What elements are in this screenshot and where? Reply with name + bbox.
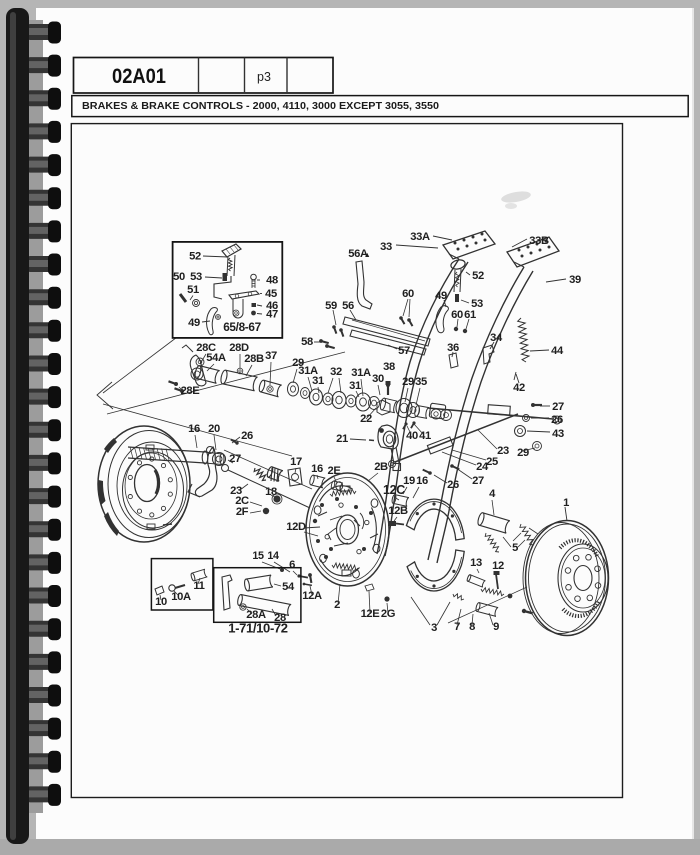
svg-text:53: 53 <box>190 271 202 283</box>
svg-text:3: 3 <box>431 622 437 634</box>
svg-text:26: 26 <box>447 479 459 491</box>
svg-text:25: 25 <box>486 456 498 468</box>
svg-text:28B: 28B <box>244 353 264 365</box>
svg-text:58: 58 <box>301 336 313 348</box>
svg-text:1: 1 <box>563 497 569 509</box>
svg-text:52: 52 <box>472 270 484 282</box>
svg-text:16: 16 <box>311 463 323 475</box>
svg-text:23: 23 <box>497 445 509 457</box>
svg-text:8: 8 <box>469 621 475 633</box>
svg-text:2: 2 <box>334 599 340 611</box>
svg-text:54: 54 <box>282 581 295 593</box>
svg-text:59: 59 <box>325 300 337 312</box>
svg-text:21: 21 <box>336 433 348 445</box>
svg-text:29: 29 <box>292 357 304 369</box>
svg-text:31A: 31A <box>298 365 318 377</box>
svg-text:12B: 12B <box>388 505 408 517</box>
svg-text:16: 16 <box>416 475 428 487</box>
svg-text:47: 47 <box>266 309 278 321</box>
svg-text:13: 13 <box>470 557 482 569</box>
svg-text:32: 32 <box>330 366 342 378</box>
svg-text:44: 44 <box>551 345 564 357</box>
svg-text:15: 15 <box>252 550 264 562</box>
svg-text:27: 27 <box>472 475 484 487</box>
svg-text:02A01: 02A01 <box>112 64 166 88</box>
svg-text:57: 57 <box>398 345 410 357</box>
svg-text:4: 4 <box>489 488 496 500</box>
svg-text:12: 12 <box>492 560 504 572</box>
svg-text:49: 49 <box>435 290 447 302</box>
svg-text:10A: 10A <box>171 591 191 603</box>
svg-text:23: 23 <box>230 485 242 497</box>
svg-text:28D: 28D <box>229 342 249 354</box>
svg-text:61: 61 <box>464 309 476 321</box>
svg-text:9: 9 <box>493 621 499 633</box>
svg-text:2G: 2G <box>381 608 396 620</box>
svg-text:BRAKES & BRAKE CONTROLS - 2000: BRAKES & BRAKE CONTROLS - 2000, 4110, 30… <box>82 101 439 112</box>
svg-text:28: 28 <box>274 612 286 624</box>
svg-text:26: 26 <box>241 430 253 442</box>
svg-text:43: 43 <box>552 428 564 440</box>
svg-text:52: 52 <box>189 251 201 263</box>
svg-text:5: 5 <box>512 542 518 554</box>
svg-text:37: 37 <box>265 350 277 362</box>
svg-text:12E: 12E <box>361 608 381 620</box>
svg-text:27: 27 <box>229 453 241 465</box>
svg-text:33A: 33A <box>410 231 430 243</box>
svg-text:39: 39 <box>569 274 581 286</box>
svg-text:28C: 28C <box>196 342 216 354</box>
svg-text:20: 20 <box>208 423 220 435</box>
svg-text:p3: p3 <box>257 70 271 84</box>
svg-text:12A: 12A <box>302 590 322 602</box>
svg-text:65/8-67: 65/8-67 <box>223 320 261 334</box>
svg-text:38: 38 <box>383 361 395 373</box>
svg-text:36: 36 <box>447 342 459 354</box>
svg-text:46: 46 <box>266 300 278 312</box>
svg-text:16: 16 <box>188 423 200 435</box>
svg-text:31: 31 <box>349 380 361 392</box>
svg-text:27: 27 <box>552 401 564 413</box>
svg-text:28E: 28E <box>181 385 201 397</box>
svg-text:60: 60 <box>451 309 463 321</box>
svg-text:49: 49 <box>188 317 200 329</box>
svg-text:33: 33 <box>380 241 392 253</box>
svg-text:51: 51 <box>187 284 199 296</box>
svg-text:45: 45 <box>265 288 277 300</box>
svg-text:17: 17 <box>290 456 302 468</box>
svg-text:53: 53 <box>471 298 483 310</box>
svg-text:24: 24 <box>476 461 489 473</box>
svg-text:11: 11 <box>193 580 204 592</box>
svg-text:12D: 12D <box>286 521 306 533</box>
svg-text:29: 29 <box>517 447 529 459</box>
svg-text:2B: 2B <box>374 461 388 473</box>
svg-text:2C: 2C <box>235 495 249 507</box>
svg-text:31A: 31A <box>351 367 371 379</box>
svg-text:48: 48 <box>266 275 278 287</box>
svg-text:50: 50 <box>173 271 185 283</box>
svg-text:29: 29 <box>402 376 414 388</box>
svg-text:▲: ▲ <box>364 252 371 259</box>
svg-text:56A: 56A <box>348 248 368 260</box>
svg-text:1-71/10-72: 1-71/10-72 <box>228 621 288 636</box>
svg-text:56: 56 <box>342 300 354 312</box>
svg-text:60: 60 <box>402 288 414 300</box>
svg-text:54A: 54A <box>206 352 226 364</box>
svg-text:31: 31 <box>312 375 324 387</box>
svg-text:33B: 33B <box>529 235 549 247</box>
svg-text:34: 34 <box>490 332 503 344</box>
svg-text:40: 40 <box>406 430 418 442</box>
svg-text:26: 26 <box>551 414 563 426</box>
svg-text:42: 42 <box>513 382 525 394</box>
svg-text:7: 7 <box>454 621 460 633</box>
svg-text:2F: 2F <box>236 506 249 518</box>
svg-text:19: 19 <box>403 475 415 487</box>
svg-text:30: 30 <box>372 373 384 385</box>
svg-text:6: 6 <box>289 559 295 571</box>
svg-text:28A: 28A <box>246 609 266 621</box>
svg-text:14: 14 <box>267 550 279 562</box>
svg-text:35: 35 <box>415 376 427 388</box>
svg-text:10: 10 <box>155 596 167 608</box>
svg-text:12C: 12C <box>383 483 405 497</box>
